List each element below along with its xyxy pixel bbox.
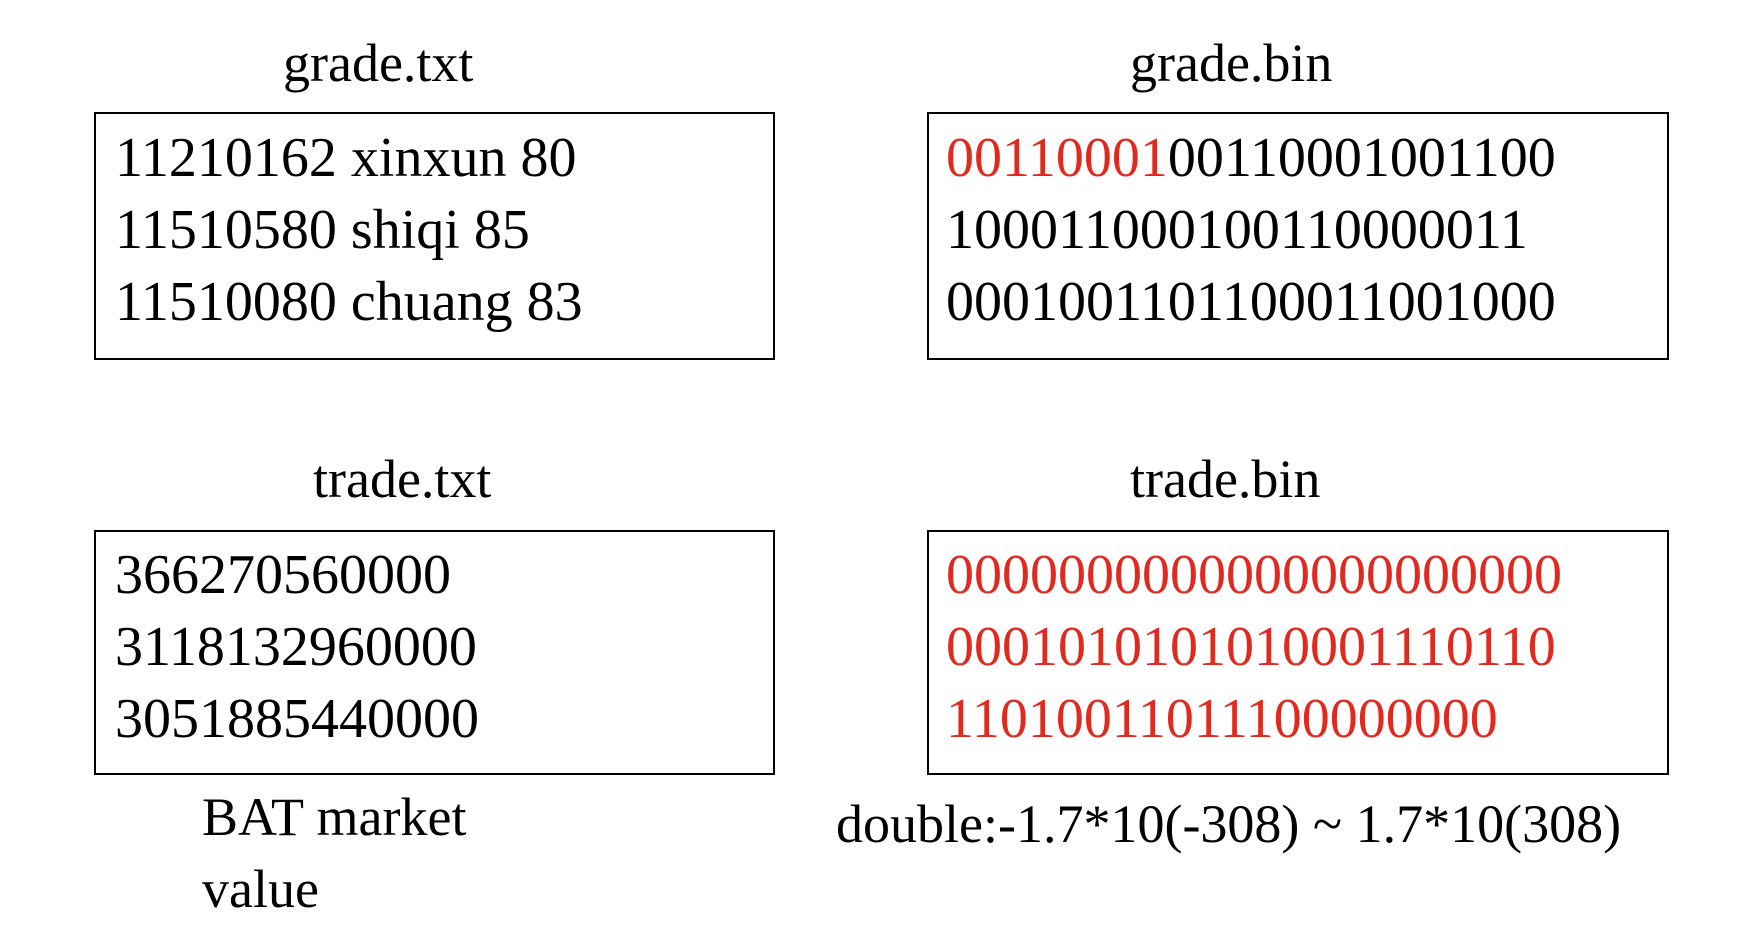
grade-txt-line-3: 11510080 chuang 83: [115, 271, 583, 333]
trade-txt-line-1: 366270560000: [115, 544, 451, 606]
grade-txt-box: [94, 112, 775, 360]
grade-txt-line-2: 11510580 shiqi 85: [115, 199, 530, 261]
grade-bin-line-2: 100011000100110000011: [946, 199, 1528, 261]
grade-bin-box: [927, 112, 1669, 360]
trade-bin-box: [927, 530, 1669, 775]
trade-bin-line-1: 0000000000000000000000: [946, 544, 1562, 606]
trade-txt-title: trade.txt: [313, 449, 492, 509]
grade-bin-line-3: 0001001101100011001000: [946, 271, 1556, 333]
grade-bin-title: grade.bin: [1130, 33, 1333, 93]
trade-bin-title: trade.bin: [1130, 449, 1321, 509]
grade-txt-line-1: 11210162 xinxun 80: [115, 127, 577, 189]
grade-txt-title: grade.txt: [283, 33, 474, 93]
trade-bin-note: double:-1.7*10(-308) ~ 1.7*10(308): [836, 794, 1622, 854]
grade-bin-line-1-highlight: 00110001: [946, 127, 1168, 189]
trade-txt-note-line-2: value: [202, 859, 319, 919]
trade-bin-line-3: 11010011011100000000: [946, 688, 1498, 750]
grade-bin-line-1-rest: 00110001001100: [1167, 127, 1556, 189]
trade-txt-box: [94, 530, 775, 775]
trade-txt-line-3: 3051885440000: [115, 688, 479, 750]
trade-txt-note-line-1: BAT market: [202, 787, 467, 847]
grade-bin-line-1: 0011000100110001001100: [946, 130, 1556, 186]
trade-txt-line-2: 3118132960000: [115, 616, 477, 678]
trade-bin-line-2: 0001010101010001110110: [946, 616, 1556, 678]
